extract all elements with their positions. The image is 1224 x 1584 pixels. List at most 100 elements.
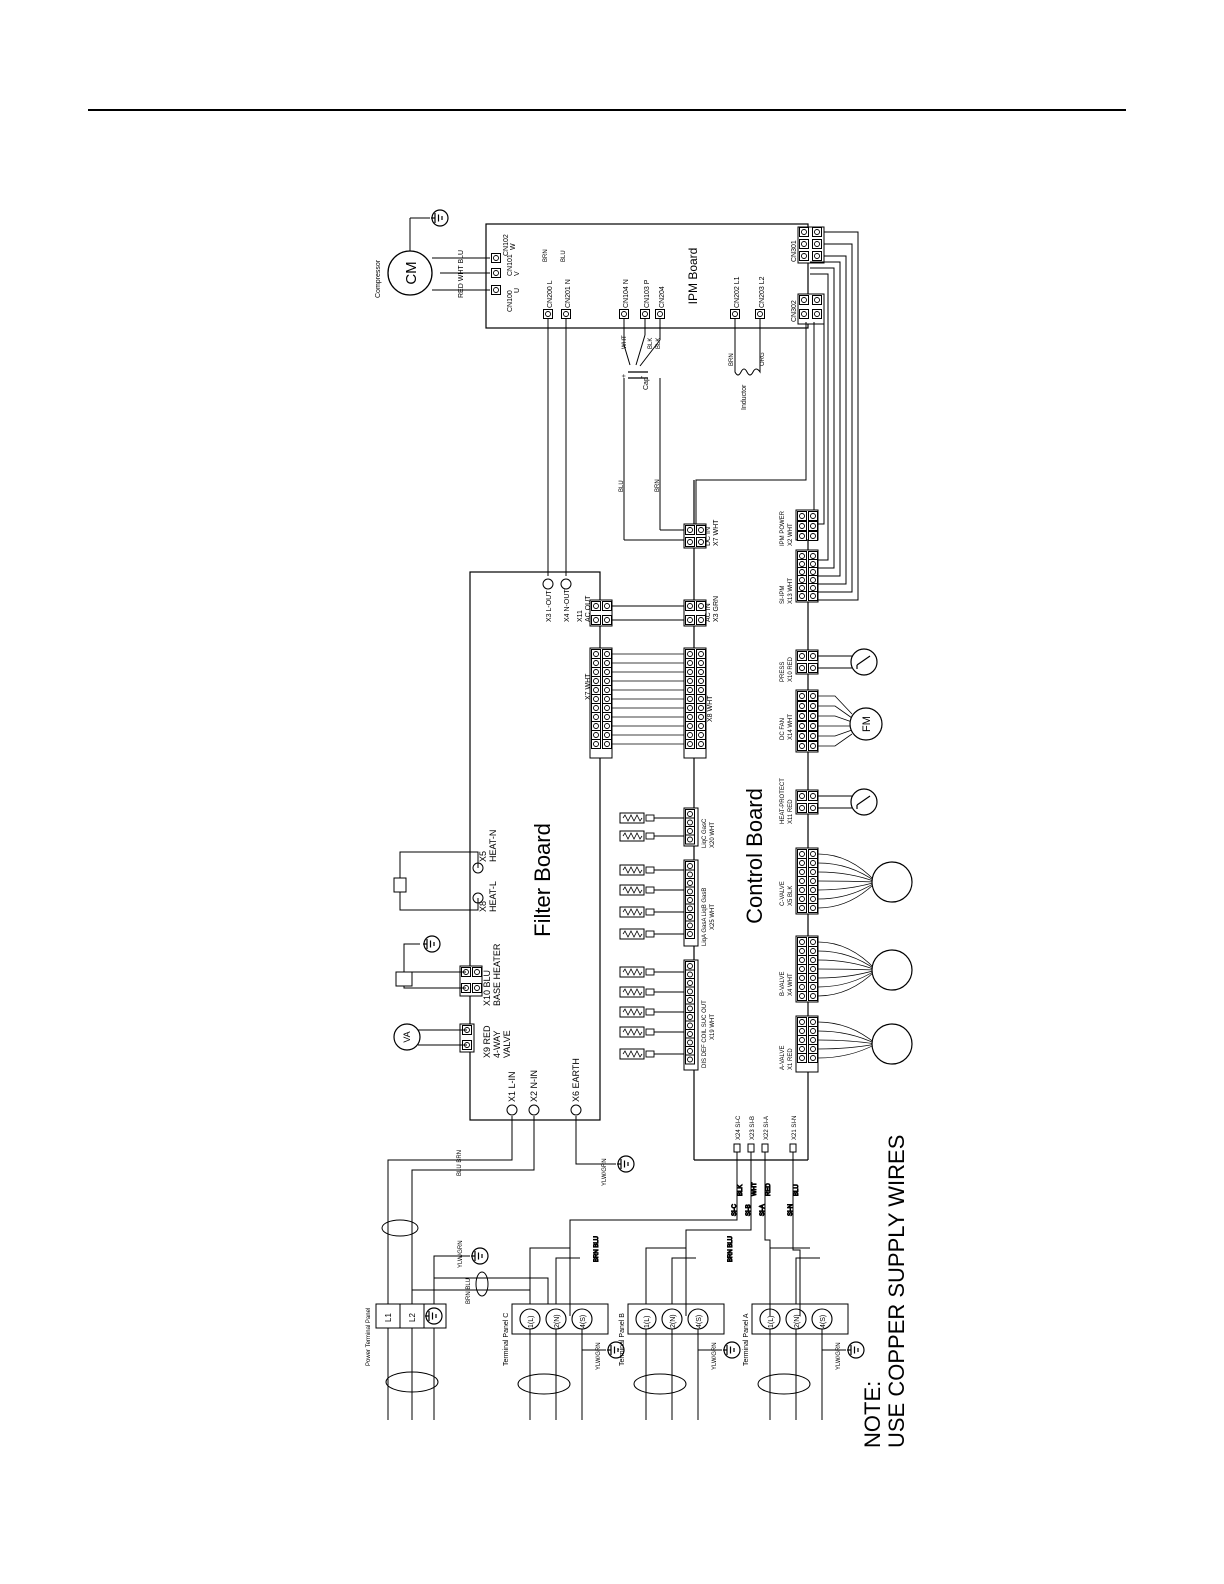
- cn104-label: CN104 N: [623, 279, 630, 308]
- svg-text:X4 WHT: X4 WHT: [788, 973, 794, 996]
- svg-text:BRN BLU: BRN BLU: [466, 1278, 472, 1304]
- svg-text:-: -: [639, 375, 646, 378]
- x9-connector: [459, 1023, 475, 1053]
- filter-board: Filter Board X3 L-OUT X4 N-OUT X11 AC OU…: [459, 571, 613, 1121]
- x4-label: X4 N-OUT: [564, 589, 571, 622]
- svg-text:B-VALVE: B-VALVE: [780, 972, 786, 996]
- svg-text:SI-A: SI-A: [760, 1204, 766, 1216]
- svg-text:X14 WHT: X14 WHT: [788, 714, 794, 740]
- svg-text:L1: L1: [384, 1313, 393, 1322]
- svg-text:A-VALVE: A-VALVE: [780, 1046, 786, 1070]
- cn103-label: CN103 P: [644, 279, 651, 308]
- svg-text:Terminal Panel C: Terminal Panel C: [503, 1313, 510, 1366]
- svg-text:YLW/GRN: YLW/GRN: [458, 1240, 464, 1268]
- svg-text:4(S): 4(S): [580, 1315, 587, 1328]
- svg-text:VALVE: VALVE: [502, 1030, 512, 1058]
- svg-text:BRN: BRN: [655, 479, 661, 492]
- svg-text:X5 BLK: X5 BLK: [788, 886, 794, 906]
- cn101-label: CN101: [507, 254, 514, 276]
- w-label: W: [510, 243, 517, 250]
- svg-text:X3 GRN: X3 GRN: [713, 596, 720, 622]
- svg-text:BLU: BLU: [561, 250, 567, 262]
- expansion-valves: [817, 853, 913, 1065]
- filter-x7-label: X7 WHT: [585, 673, 592, 700]
- signal-wires: SI-C SI-B SI-A SI-N BLK WHT RED BLU BRN …: [569, 1152, 801, 1316]
- press-connector: [795, 649, 819, 675]
- svg-text:BASE HEATER: BASE HEATER: [492, 943, 502, 1006]
- cn200-label: CN200 L: [547, 280, 554, 308]
- svg-text:C-VALVE: C-VALVE: [780, 881, 786, 906]
- va-valve-symbol: VA: [393, 1023, 421, 1051]
- filter-board-title: Filter Board: [530, 823, 555, 937]
- svg-text:BRN: BRN: [543, 249, 549, 262]
- svg-text:BRN: BRN: [729, 353, 735, 366]
- svg-text:SI-N: SI-N: [788, 1204, 794, 1216]
- control-board-title: Control Board: [742, 788, 767, 924]
- ipm-board: IPM Board CN100 U CN101 V CN102 W CN200 …: [485, 223, 825, 329]
- ac-wires: BRN BLU BLU BRN: [543, 249, 690, 576]
- v-label: V: [514, 271, 521, 276]
- svg-text:WHT: WHT: [752, 1182, 758, 1196]
- svg-text:1(L): 1(L): [528, 1316, 535, 1328]
- svg-text:WHT: WHT: [622, 335, 628, 349]
- svg-text:IPM POWER: IPM POWER: [780, 510, 786, 546]
- svg-text:X10 RED: X10 RED: [788, 656, 794, 682]
- cn100-label: CN100: [507, 290, 514, 312]
- svg-text:X20 WHT: X20 WHT: [710, 822, 716, 848]
- svg-text:BRN BLU: BRN BLU: [728, 1236, 734, 1262]
- bvalve-connector: [795, 935, 819, 1003]
- svg-text:X24 SI-C: X24 SI-C: [736, 1115, 742, 1140]
- svg-text:DC IN: DC IN: [705, 527, 712, 546]
- cn102-label: CN102: [503, 234, 510, 256]
- svg-text:DC FAN: DC FAN: [780, 718, 786, 740]
- ipm-control-bus: [695, 231, 859, 601]
- svg-text:HEAT-L: HEAT-L: [488, 881, 498, 912]
- compressor-title: Compressor: [375, 259, 382, 298]
- svg-text:BLU: BLU: [794, 1184, 800, 1196]
- note: NOTE: USE COPPER SUPPLY WIRES: [860, 1135, 909, 1448]
- svg-text:AC IN: AC IN: [705, 603, 712, 622]
- svg-text:BLK: BLK: [648, 338, 654, 349]
- svg-text:2(N): 2(N): [670, 1314, 677, 1328]
- cn201-label: CN201 N: [565, 279, 572, 308]
- avalve-connector: [795, 1015, 819, 1073]
- svg-text:Terminal Panel B: Terminal Panel B: [619, 1313, 626, 1366]
- va-label: VA: [402, 1031, 412, 1042]
- svg-text:X11 RED: X11 RED: [788, 799, 794, 824]
- cap-label: Cap: [643, 377, 650, 390]
- svg-text:1(L): 1(L): [644, 1316, 651, 1328]
- ipmpower-connector: [795, 509, 819, 541]
- cn302-connector: [797, 293, 825, 325]
- x11-connector: [589, 599, 613, 627]
- svg-text:X25 WHT: X25 WHT: [710, 904, 716, 930]
- svg-text:L2: L2: [408, 1313, 417, 1322]
- note-heading: NOTE:: [860, 1381, 885, 1448]
- svg-text:X2 WHT: X2 WHT: [788, 523, 794, 546]
- x10-connector: [459, 965, 483, 997]
- x25-connector: [683, 859, 699, 947]
- fan-motor: FM: [818, 695, 883, 747]
- svg-text:X7 WHT: X7 WHT: [713, 519, 720, 546]
- power-terminal-panel: L1 L2 Power Terminal Panel BLU BRN YLW/G…: [366, 1116, 635, 1420]
- press-switch: [818, 648, 878, 676]
- svg-text:X22 SI-A: X22 SI-A: [764, 1116, 770, 1140]
- inductor: Inductor BRN ORG: [729, 318, 766, 410]
- cn203-label: CN203 L2: [759, 276, 766, 308]
- svg-text:1(L): 1(L): [768, 1316, 775, 1328]
- u-label: U: [514, 288, 521, 293]
- capacitor: Cap + - WHT BLK BLK: [621, 318, 662, 540]
- svg-text:BLU BRN: BLU BRN: [457, 1150, 463, 1176]
- filter-x7-connector: [589, 647, 613, 759]
- inductor-label: Inductor: [741, 384, 748, 410]
- siipm-connector: [795, 549, 819, 603]
- svg-text:BLK: BLK: [738, 1185, 744, 1196]
- svg-text:SI-B: SI-B: [746, 1204, 752, 1216]
- compressor: CM Compressor RED WHT BLU: [375, 209, 490, 298]
- svg-text:X5: X5: [478, 851, 488, 862]
- x11-label: X11: [577, 610, 584, 622]
- svg-text:X2 N-IN: X2 N-IN: [529, 1070, 539, 1102]
- dcin-connector: [683, 523, 707, 549]
- control-x8-connector: [683, 647, 707, 759]
